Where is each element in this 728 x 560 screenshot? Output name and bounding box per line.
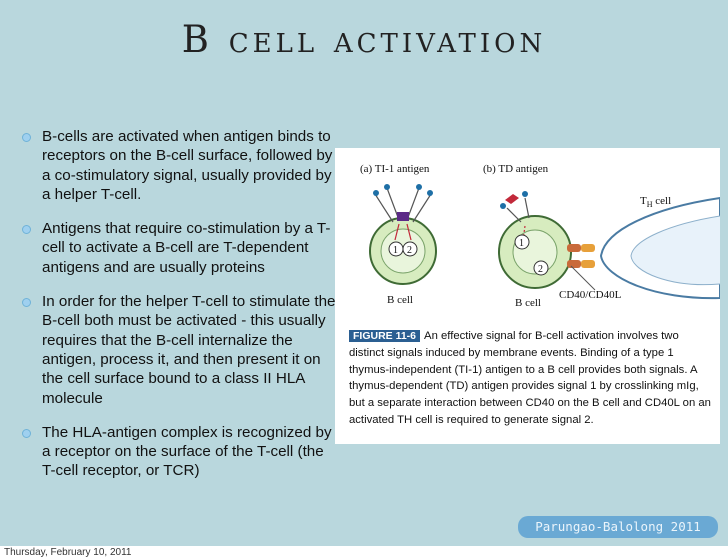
b-cell-activation-diagram: (a) TI-1 antigen (b) TD antigen 1 [360, 163, 720, 309]
caption-text: An effective signal for B-cell activatio… [349, 330, 711, 426]
bullet-dot-icon [22, 428, 31, 438]
bullet-text: In order for the helper T-cell to stimul… [42, 293, 336, 407]
bullet-text: Antigens that require co-stimulation by … [42, 220, 331, 276]
signal-1-label-b: 1 [519, 238, 524, 249]
panel-a-b-cell: 1 2 [369, 184, 437, 285]
signal-2-label: 2 [407, 245, 412, 256]
cd40-label: CD40/CD40L [559, 289, 622, 301]
author-tag: Parungao-Balolong 2011 [518, 516, 718, 538]
bullet-item: B-cells are activated when antigen binds… [20, 127, 340, 204]
panel-b-b-cell: 1 2 [498, 191, 572, 289]
bullet-text: B-cells are activated when antigen binds… [42, 128, 333, 203]
b-cell-label-b: B cell [515, 297, 541, 309]
bullet-list: B-cells are activated when antigen binds… [20, 127, 340, 496]
bullet-text: The HLA-antigen complex is recognized by… [42, 423, 332, 480]
bullet-dot-icon [22, 133, 31, 142]
signal-1-label: 1 [393, 245, 398, 256]
panel-a-label: (a) TI-1 antigen [360, 163, 430, 175]
slide-title: B cell activation [181, 18, 547, 61]
slide-date: Thursday, February 10, 2011 [4, 547, 132, 558]
bullet-item: The HLA-antigen complex is recognized by… [20, 423, 340, 481]
signal-2-label-b: 2 [538, 264, 543, 275]
figure-number: FIGURE 11-6 [349, 330, 421, 342]
figure-panel: (a) TI-1 antigen (b) TD antigen 1 [335, 148, 720, 444]
bullet-dot-icon [22, 225, 31, 235]
b-cell-label-a: B cell [387, 294, 413, 306]
bullet-item: Antigens that require co-stimulation by … [20, 219, 340, 277]
slide: B cell activation B-cells are activated … [0, 0, 728, 546]
bullet-dot-icon [22, 298, 31, 308]
bullet-item: In order for the helper T-cell to stimul… [20, 292, 340, 408]
date-bar: Thursday, February 10, 2011 [0, 546, 728, 560]
th-cell-label: TH cell [640, 195, 671, 209]
th-cell [567, 196, 720, 300]
panel-b-label: (b) TD antigen [483, 163, 549, 175]
